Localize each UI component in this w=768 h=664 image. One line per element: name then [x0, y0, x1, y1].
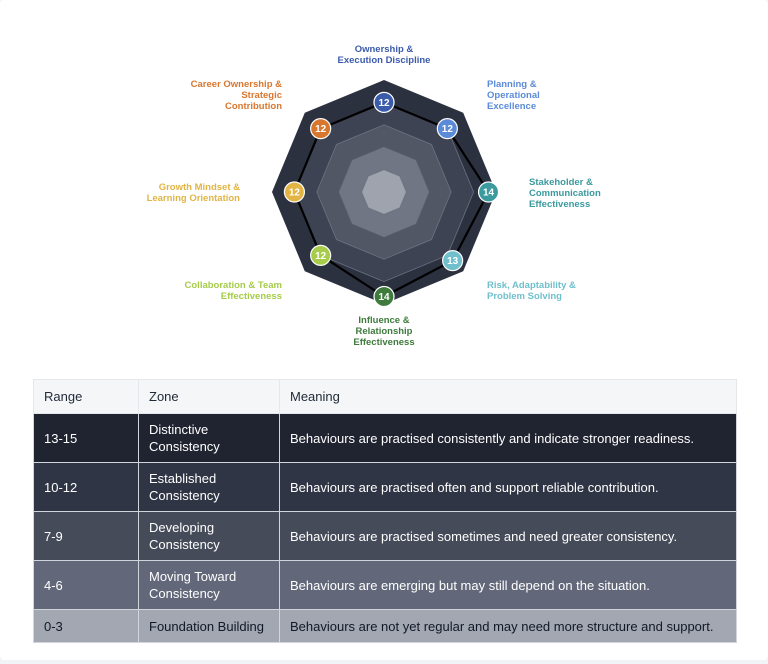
data-value-label: 13 — [447, 256, 459, 267]
data-point — [477, 181, 500, 203]
data-value-label: 12 — [289, 188, 301, 199]
zone-cell: Distinctive Consistency — [138, 413, 280, 463]
meaning-cell: Behaviours are practised sometimes and n… — [279, 511, 737, 561]
data-point — [283, 181, 305, 203]
axis-label: Ownership &Execution Discipline — [338, 44, 431, 66]
meaning-cell: Behaviours are practised consistently an… — [279, 413, 737, 463]
meaning-cell: Behaviours are not yet regular and may n… — [279, 609, 737, 643]
meaning-cell: Behaviours are emerging but may still de… — [279, 560, 737, 610]
data-point — [442, 250, 464, 272]
header-range: Range — [33, 379, 139, 414]
range-cell: 4-6 — [33, 560, 139, 610]
data-value-label: 14 — [483, 188, 495, 199]
meaning-cell: Behaviours are practised often and suppo… — [279, 462, 737, 512]
radar-chart: 12 12 14 13 14 12 12 12 Ownership &Execution Dis… — [147, 44, 601, 348]
table-header-row: Range Zone Meaning — [33, 379, 737, 414]
range-cell: 0-3 — [33, 609, 139, 643]
axis-label: Risk, Adaptability &Problem Solving — [487, 280, 576, 302]
data-point — [373, 91, 395, 114]
zone-cell: Foundation Building — [138, 609, 280, 643]
data-value-label: 14 — [378, 292, 390, 303]
header-zone: Zone — [138, 379, 280, 414]
radar-band — [361, 169, 407, 215]
data-point — [373, 285, 395, 308]
range-cell: 10-12 — [33, 462, 139, 512]
data-point — [310, 118, 332, 140]
data-point — [436, 118, 458, 140]
data-point — [310, 244, 332, 266]
data-value-label: 12 — [315, 124, 327, 135]
axis-label: Growth Mindset &Learning Orientation — [147, 182, 241, 204]
data-value-label: 12 — [378, 98, 390, 109]
range-cell: 13-15 — [33, 413, 139, 463]
header-meaning: Meaning — [279, 379, 737, 414]
zone-cell: Moving Toward Consistency — [138, 560, 280, 610]
data-value-label: 12 — [315, 251, 327, 262]
data-value-label: 12 — [442, 124, 454, 135]
zone-cell: Developing Consistency — [138, 511, 280, 561]
zone-cell: Established Consistency — [138, 462, 280, 512]
range-cell: 7-9 — [33, 511, 139, 561]
